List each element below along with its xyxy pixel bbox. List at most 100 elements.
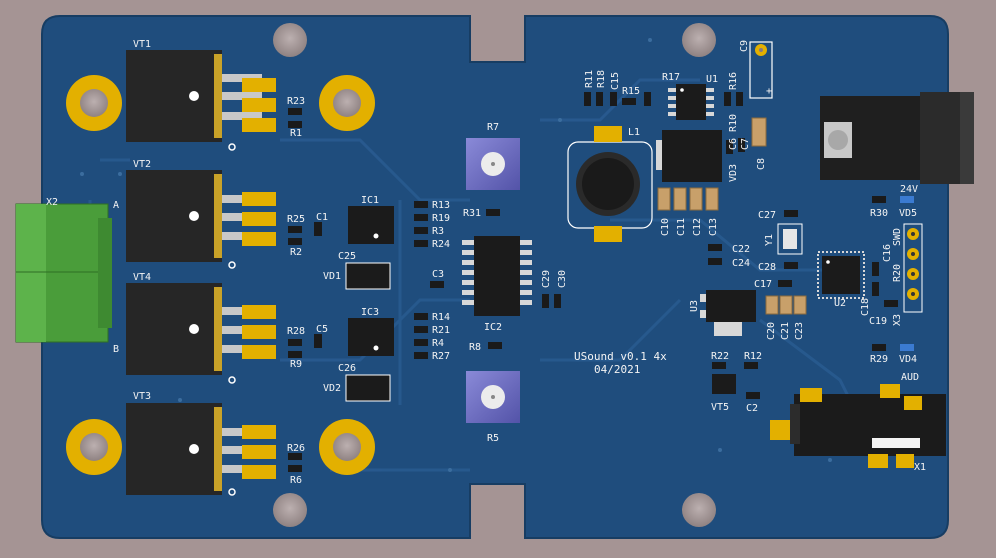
ref-r12: R12 <box>744 351 762 362</box>
transistor-vt2 <box>126 170 276 269</box>
marking-plus: + <box>766 86 772 97</box>
ref-r19: R19 <box>432 213 450 224</box>
swd-side-components <box>872 262 898 307</box>
ref-r14: R14 <box>432 312 450 323</box>
c22-package <box>708 244 722 251</box>
ref-c11: C11 <box>676 218 687 236</box>
ref-c30: C30 <box>557 270 568 288</box>
ref-c8: C8 <box>756 158 767 170</box>
swd-header <box>903 223 923 313</box>
ref-l1: L1 <box>628 127 640 138</box>
marking-a: A <box>113 200 119 211</box>
ref-r23: R23 <box>287 96 305 107</box>
ref-ic3: IC3 <box>361 307 379 318</box>
test-pad-c9 <box>749 41 773 99</box>
ref-vd4: VD4 <box>899 354 917 365</box>
terminal-block-x2 <box>15 203 112 343</box>
c3-package <box>430 281 444 288</box>
ref-c18: C18 <box>860 298 871 316</box>
ref-r6: R6 <box>290 475 302 486</box>
ref-r15: R15 <box>622 86 640 97</box>
ref-r3: R3 <box>432 226 444 237</box>
ref-c20: C20 <box>766 322 777 340</box>
crystal-y1 <box>777 223 803 255</box>
ref-vd1: VD1 <box>323 271 341 282</box>
c24-package <box>708 258 722 265</box>
ref-r26: R26 <box>287 443 305 454</box>
mounting-hole-top-left <box>66 75 122 131</box>
marking-24v: 24V <box>900 184 918 195</box>
ref-r24: R24 <box>432 239 450 250</box>
ref-c2: C2 <box>746 403 758 414</box>
c17-package <box>778 280 792 287</box>
ref-r1: R1 <box>290 128 302 139</box>
r12-package <box>744 362 758 369</box>
top-small-components <box>584 92 745 154</box>
ref-c15: C15 <box>610 72 621 90</box>
ref-c23: C23 <box>794 322 805 340</box>
ic3-package <box>348 318 394 356</box>
board-credit: USound v0.1 4x <box>574 350 667 363</box>
ref-c17: C17 <box>754 279 772 290</box>
ref-r25: R25 <box>287 214 305 225</box>
ref-r7: R7 <box>487 122 499 133</box>
small-smd-resistors-left <box>288 108 322 472</box>
ref-u1: U1 <box>706 74 718 85</box>
ref-r28: R28 <box>287 326 305 337</box>
ref-x1: X1 <box>914 462 926 473</box>
ref-u3: U3 <box>689 300 700 312</box>
ref-r8: R8 <box>469 342 481 353</box>
diode-vd2 <box>345 374 391 402</box>
board-date: 04/2021 <box>594 363 640 376</box>
ref-vd2: VD2 <box>323 383 341 394</box>
ref-c24: C24 <box>732 258 750 269</box>
led-vd5 <box>900 196 914 203</box>
ref-r2: R2 <box>290 247 302 258</box>
ref-u2: U2 <box>834 298 846 309</box>
ref-c16: C16 <box>882 244 893 262</box>
c29-c30-packages <box>542 294 561 308</box>
r8-package <box>488 342 502 349</box>
diode-vd3 <box>656 130 722 182</box>
ref-r16: R16 <box>728 72 739 90</box>
r22-package <box>712 362 726 369</box>
ref-c7: C7 <box>740 138 751 150</box>
mounting-hole-top-mid <box>319 75 375 131</box>
capacitor-c8 <box>751 117 767 147</box>
c2-package <box>746 392 760 399</box>
ref-y1: Y1 <box>764 234 775 246</box>
inductor-l1 <box>567 126 653 242</box>
ref-r29: R29 <box>870 354 888 365</box>
transistor-vt3 <box>126 403 276 496</box>
ref-vd3: VD3 <box>728 164 739 182</box>
resistor-array-ic3 <box>414 313 428 359</box>
c27-package <box>784 210 798 217</box>
ref-c1: C1 <box>316 212 328 223</box>
potentiometer-r7 <box>466 138 520 190</box>
diode-vd1 <box>345 262 391 290</box>
marking-aud: AUD <box>901 372 919 383</box>
marking-swd: SWD <box>892 228 903 246</box>
ref-r11: R11 <box>584 70 595 88</box>
ref-c9: C9 <box>739 40 750 52</box>
ref-vt3: VT3 <box>133 391 151 402</box>
ref-vt1: VT1 <box>133 39 151 50</box>
ref-c19: C19 <box>869 316 887 327</box>
marking-b: B <box>113 344 119 355</box>
ref-r5: R5 <box>487 433 499 444</box>
r31-package <box>486 209 500 216</box>
ref-r10: R10 <box>728 114 739 132</box>
mounting-hole-bottom-left <box>66 419 122 475</box>
ref-c13: C13 <box>708 218 719 236</box>
ref-r27: R27 <box>432 351 450 362</box>
ref-r18: R18 <box>596 70 607 88</box>
ref-c27: C27 <box>758 210 776 221</box>
r29-package <box>872 344 886 351</box>
ref-x2: X2 <box>46 197 58 208</box>
r30-package <box>872 196 886 203</box>
dc-power-jack <box>820 92 974 184</box>
ref-r4: R4 <box>432 338 444 349</box>
ref-c25: C25 <box>338 251 356 262</box>
ref-c28: C28 <box>758 262 776 273</box>
